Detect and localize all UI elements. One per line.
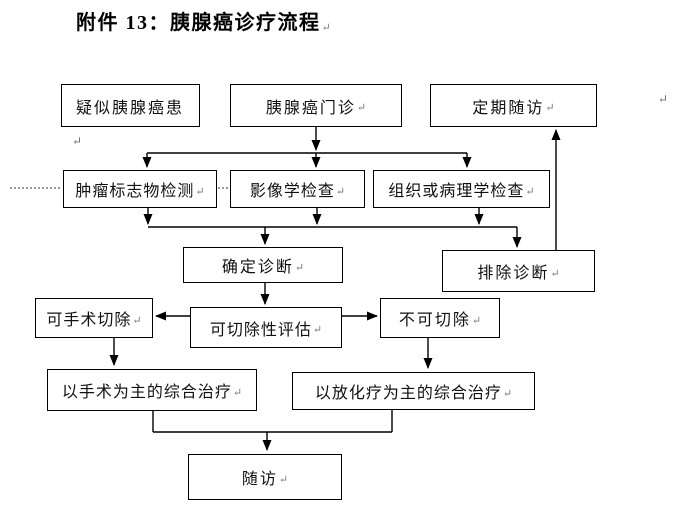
paragraph-mark: ↵ (335, 185, 346, 198)
paragraph-mark: ↵ (471, 314, 482, 327)
node-label: 肿瘤标志物检测 (75, 183, 195, 200)
node-surgery-treatment: 以手术为主的综合治疗↵ (47, 369, 257, 411)
clinic-branch-connector (142, 127, 472, 168)
treatment-join-connector (152, 410, 393, 451)
node-label: 疑似胰腺癌患 (75, 99, 184, 117)
node-followup: 随访↵ (188, 454, 342, 500)
paragraph-mark: ↵ (195, 185, 205, 198)
node-label: 以放化疗为主的综合治疗 (314, 385, 502, 402)
paragraph-mark: ↵ (132, 314, 142, 327)
page-title-text: 附件 13：胰腺癌诊疗流程 (76, 12, 321, 34)
paragraph-mark: ↵ (545, 102, 555, 114)
node-label: 随访 (241, 471, 278, 488)
node-label: 不可切除 (398, 312, 471, 329)
node-suspected-patient: 疑似胰腺癌患 (61, 84, 200, 127)
node-label: 确定诊断 (221, 259, 294, 276)
node-label: 定期随访 (472, 99, 545, 117)
node-resectability-eval: 可切除性评估↵ (190, 307, 342, 348)
paragraph-mark: ↵ (294, 261, 305, 274)
node-label: 可手术切除 (46, 312, 132, 329)
paragraph-mark: ↵ (502, 387, 513, 400)
paragraph-mark: ↵ (278, 473, 289, 486)
node-label: 可切除性评估 (209, 321, 312, 339)
node-confirm-diagnosis: 确定诊断↵ (183, 247, 343, 283)
node-clinic: 胰腺癌门诊↵ (230, 84, 402, 127)
node-label: 以手术为主的综合治疗 (61, 384, 232, 401)
node-tumor-marker-test: 肿瘤标志物检测↵ (63, 170, 217, 208)
paragraph-mark: ↵ (312, 324, 323, 336)
node-operable: 可手术切除↵ (35, 298, 153, 338)
paragraph-mark: ↵ (232, 386, 243, 399)
node-label: 胰腺癌门诊 (265, 99, 356, 117)
node-exclude-diagnosis: 排除诊断↵ (442, 250, 595, 292)
node-periodic-followup: 定期随访↵ (430, 84, 597, 127)
paragraph-mark: ↵ (525, 185, 535, 198)
node-imaging-exam: 影像学检查↵ (230, 170, 365, 208)
node-pathology-exam: 组织或病理学检查↵ (373, 170, 550, 208)
paragraph-mark: ↵ (550, 267, 560, 280)
node-label: 影像学检查 (249, 183, 335, 200)
node-chemoradio-treatment: 以放化疗为主的综合治疗↵ (292, 372, 535, 410)
page-title: 附件 13：胰腺癌诊疗流程↵ (76, 6, 331, 35)
paragraph-mark: ↵ (658, 92, 669, 106)
paragraph-mark: ↵ (72, 134, 83, 148)
node-unresectable: 不可切除↵ (380, 298, 500, 338)
tests-join-connector (143, 208, 522, 248)
node-label: 组织或病理学检查 (388, 183, 525, 200)
paragraph-mark: ↵ (321, 22, 331, 34)
node-label: 排除诊断 (477, 265, 550, 282)
paragraph-mark: ↵ (356, 102, 367, 114)
